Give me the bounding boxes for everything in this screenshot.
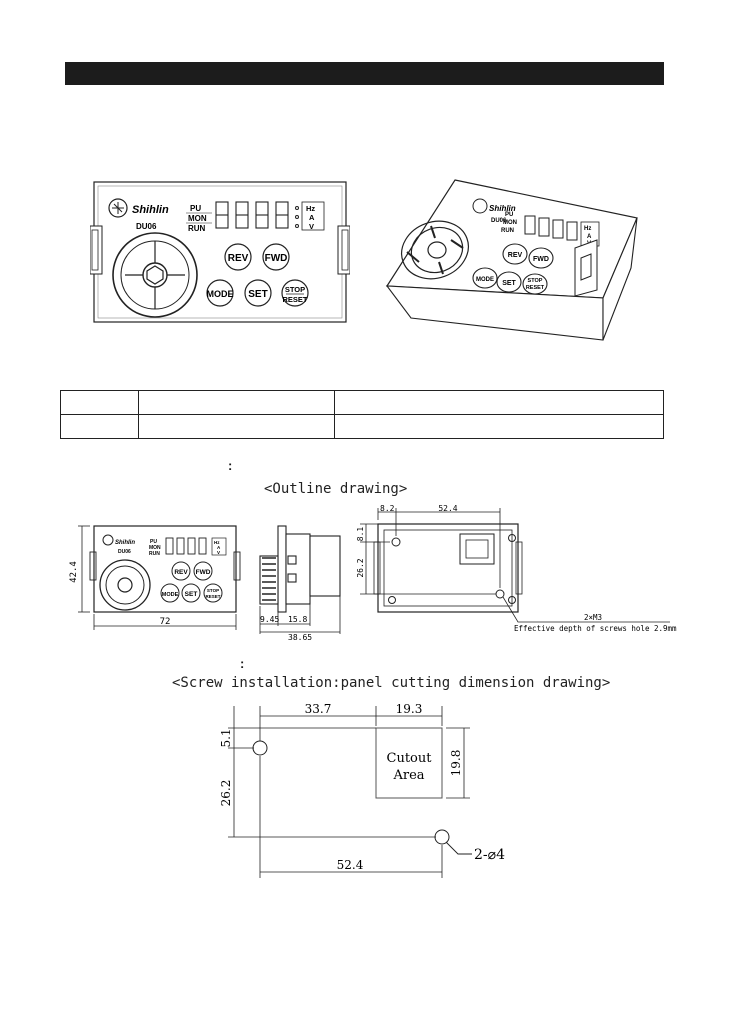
svg-text:PU: PU — [505, 212, 513, 218]
svg-text:REV: REV — [228, 253, 249, 264]
svg-text:MODE: MODE — [476, 277, 494, 283]
panel-cutting-drawing: 33.7 19.3 Cutout Area 19.8 5.1 26.2 52.4… — [219, 702, 505, 878]
dim-top-small: 8.2 — [380, 504, 395, 513]
status-label-mon: MON — [188, 214, 207, 223]
mount-hole-icon — [434, 829, 450, 845]
cutout-label-line1: Cutout — [387, 751, 433, 766]
seven-segment-display — [215, 201, 289, 229]
svg-text:FWD: FWD — [265, 253, 288, 264]
svg-text:MON: MON — [503, 220, 517, 226]
dim-left-span: 26.2 — [356, 558, 365, 577]
svg-text:RESET: RESET — [205, 594, 220, 599]
svg-text:SET: SET — [248, 289, 267, 300]
model-name-3d: DU06 — [491, 218, 507, 224]
svg-text:PU: PU — [150, 539, 157, 545]
svg-text:REV: REV — [508, 252, 523, 259]
svg-text:A: A — [217, 545, 221, 550]
dim-right: 19.3 — [396, 702, 423, 716]
svg-text:STOP: STOP — [528, 278, 543, 284]
brand-logo-icon-3d — [472, 198, 488, 214]
rev-key: REV — [224, 243, 252, 271]
dim-top-v: 5.1 — [219, 728, 233, 747]
dim-depth-b: 15.8 — [288, 615, 307, 624]
dim-depth-a: 9.45 — [260, 615, 279, 624]
table-row — [60, 390, 664, 415]
svg-text:A: A — [587, 234, 592, 240]
set-key: SET — [244, 279, 272, 307]
svg-text:Hz: Hz — [214, 540, 220, 545]
brand-name: Shihlin — [132, 204, 169, 216]
screw-caption: <Screw installation:panel cutting dimens… — [172, 675, 611, 691]
model-name: DU06 — [136, 222, 157, 231]
hole-label: 2-⌀4 — [474, 847, 505, 863]
svg-text:MODE: MODE — [162, 592, 179, 598]
svg-text:MON: MON — [149, 545, 161, 551]
svg-text:DU06: DU06 — [118, 549, 131, 555]
svg-text:SET: SET — [502, 280, 516, 287]
dim-cut-height: 19.8 — [449, 750, 463, 777]
panel-front-view: Shihlin DU06 PU MON RUN Hz A V REV FWD M… — [90, 181, 350, 323]
svg-text:FWD: FWD — [533, 256, 549, 263]
outline-caption: <Outline drawing> — [264, 481, 408, 497]
brand-logo-icon — [108, 198, 128, 218]
cutout-label-line2: Area — [392, 768, 424, 783]
dim-left-small: 8.1 — [356, 527, 365, 542]
svg-text:STOP: STOP — [207, 588, 219, 593]
unit-label-hz: Hz — [306, 204, 315, 213]
svg-text:Shihlin: Shihlin — [115, 540, 135, 546]
panel-perspective-view: Shihlin DU06 PU MON RUN Hz A V REV FWD M… — [385, 179, 638, 341]
svg-text:FWD: FWD — [196, 569, 211, 576]
frequency-knob — [112, 232, 198, 318]
svg-text:RUN: RUN — [501, 228, 514, 234]
dim-top-span: 52.4 — [438, 504, 457, 513]
screw-heading-colon: : — [240, 656, 245, 671]
fwd-key: FWD — [262, 243, 290, 271]
mount-hole-icon — [252, 740, 268, 756]
unit-label-v: V — [309, 222, 314, 231]
table-row — [60, 414, 664, 439]
dim-bottom: 52.4 — [337, 858, 364, 872]
svg-text:V: V — [217, 550, 220, 555]
svg-text:MODE: MODE — [207, 289, 234, 299]
outline-drawing: Shihlin DU06 PU MON RUN Hz A V REV FWD M… — [69, 504, 677, 642]
svg-text:REV: REV — [174, 569, 188, 576]
unit-label-a: A — [309, 213, 315, 222]
outline-heading-colon: : — [228, 458, 233, 473]
dim-left: 33.7 — [305, 702, 332, 716]
svg-text:Hz: Hz — [584, 226, 591, 232]
screw-spec: 2×M3 — [584, 613, 602, 622]
svg-text:SET: SET — [185, 591, 198, 598]
svg-text:RESET: RESET — [282, 295, 307, 304]
svg-text:RESET: RESET — [526, 285, 545, 291]
status-label-run: RUN — [188, 224, 206, 233]
status-label-pu: PU — [190, 204, 201, 213]
dim-depth-total: 38.65 — [288, 633, 312, 642]
section-header-bar — [65, 62, 664, 85]
svg-text:STOP: STOP — [285, 285, 305, 294]
dim-mid-v: 26.2 — [219, 780, 233, 807]
mode-key: MODE — [206, 279, 234, 307]
svg-text:RUN: RUN — [149, 551, 160, 557]
dim-width: 72 — [160, 617, 171, 627]
screw-note: Effective depth of screws hole 2.9mm — [514, 624, 677, 633]
brand-name-3d: Shihlin — [489, 204, 516, 213]
dim-height: 42.4 — [69, 561, 79, 583]
spec-table — [60, 390, 664, 439]
